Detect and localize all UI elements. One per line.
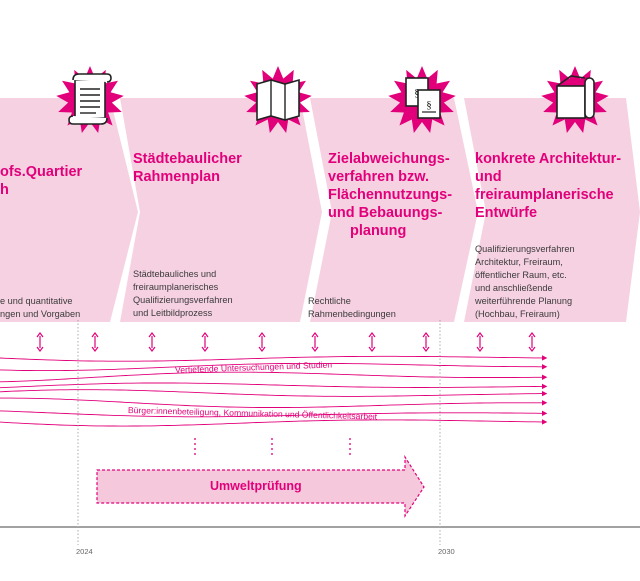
double-arrow-icon — [311, 332, 319, 352]
stage-1-desc-line: ngen und Vorgaben — [0, 309, 81, 319]
stage-4-title: konkrete Architektur- und freiraumplaner… — [475, 150, 640, 222]
year-label: 2030 — [438, 547, 455, 556]
plan-roll-icon — [541, 66, 609, 134]
double-arrow-icon — [528, 332, 536, 352]
scroll-icon — [56, 66, 124, 134]
stage-3-title-line: verfahren bzw. — [328, 169, 429, 185]
wave-arrow-line — [0, 382, 548, 390]
svg-text:§: § — [414, 87, 420, 99]
folded-map-icon — [244, 66, 312, 134]
wave-arrow-line — [0, 371, 548, 383]
double-arrow-icon — [36, 332, 44, 352]
stage-1-title-line: h — [0, 182, 9, 198]
stage-3-description: Rechtliche Rahmenbedingungen — [308, 295, 396, 321]
double-arrow-icon — [368, 332, 376, 352]
stage-band-2 — [120, 98, 322, 322]
stage-1-desc-line: e und quantitative — [0, 296, 73, 306]
stage-4-title-line: konkrete Architektur- — [475, 151, 622, 167]
wave-arrows — [0, 355, 548, 427]
environment-assessment-arrow — [96, 454, 425, 519]
stage-4-desc-line: (Hochbau, Freiraum) — [475, 309, 560, 319]
double-arrow-icon — [258, 332, 266, 352]
stage-3-desc-line: Rechtliche — [308, 296, 351, 306]
stage-2-description: Städtebauliches und freiraumplanerisches… — [133, 268, 233, 320]
double-arrow-icon — [201, 332, 209, 352]
stage-4-desc-line: weiterführende Planung — [475, 296, 573, 306]
stage-2-title: Städtebaulicher Rahmenplan — [133, 150, 242, 186]
wave-arrow-line — [0, 362, 548, 372]
stage-1-title: ofs.Quartier h — [0, 163, 82, 199]
environment-assessment-label: Umweltprüfung — [210, 479, 302, 493]
double-arrow-icon — [422, 332, 430, 352]
wave-arrow-line — [0, 389, 548, 397]
wave-arrow-line — [0, 355, 548, 362]
double-arrow-icon — [91, 332, 99, 352]
double-arrow-icon — [476, 332, 484, 352]
stage-1-title-line: ofs.Quartier — [0, 164, 83, 180]
stage-4-title-line: und freiraumplanerische — [475, 169, 614, 203]
stage-4-desc-line: Architektur, Freiraum, — [475, 257, 563, 267]
stage-3-title-line: Flächennutzungs- — [328, 187, 453, 203]
stage-4-desc-line: und anschließende — [475, 283, 553, 293]
stage-3-title-line: planung — [350, 223, 407, 239]
stage-3-title-line: Zielabweichungs- — [328, 151, 450, 167]
stage-2-desc-line: freiraumplanerisches — [133, 282, 219, 292]
wave-arrow-line — [0, 397, 548, 408]
svg-text:§: § — [426, 99, 432, 111]
stage-4-desc-line: öffentlicher Raum, etc. — [475, 270, 567, 280]
stage-2-desc-line: und Leitbildprozess — [133, 308, 213, 318]
stage-2-desc-line: Städtebauliches und — [133, 269, 217, 279]
legal-documents-icon: § § — [388, 66, 456, 134]
double-arrow-icon — [148, 332, 156, 352]
stage-3-desc-line: Rahmenbedingungen — [308, 309, 396, 319]
stage-2-desc-line: Qualifizierungsverfahren — [133, 295, 233, 305]
environment-connectors — [194, 438, 351, 458]
wave-arrow-line — [0, 419, 548, 427]
stage-band-3 — [310, 98, 478, 322]
stage-2-title-line: Städtebaulicher — [133, 151, 242, 167]
stage-1-description: e und quantitative ngen und Vorgaben — [0, 295, 80, 321]
stage-3-title: Zielabweichungs- verfahren bzw. Flächenn… — [328, 150, 452, 240]
stage-4-title-line: Entwürfe — [475, 205, 538, 221]
stage-4-description: Qualifizierungsverfahren Architektur, Fr… — [475, 243, 575, 321]
timeline — [0, 320, 640, 545]
stage-band-1 — [0, 98, 138, 322]
wave-arrow-line — [0, 410, 548, 418]
connector-arrows — [36, 332, 536, 352]
stage-2-title-line: Rahmenplan — [133, 169, 221, 185]
year-label: 2024 — [76, 547, 93, 556]
stage-band-4 — [464, 98, 640, 322]
stage-3-title-line: und Bebauungs- — [328, 205, 443, 221]
stage-4-desc-line: Qualifizierungsverfahren — [475, 244, 575, 254]
process-band — [0, 98, 640, 322]
